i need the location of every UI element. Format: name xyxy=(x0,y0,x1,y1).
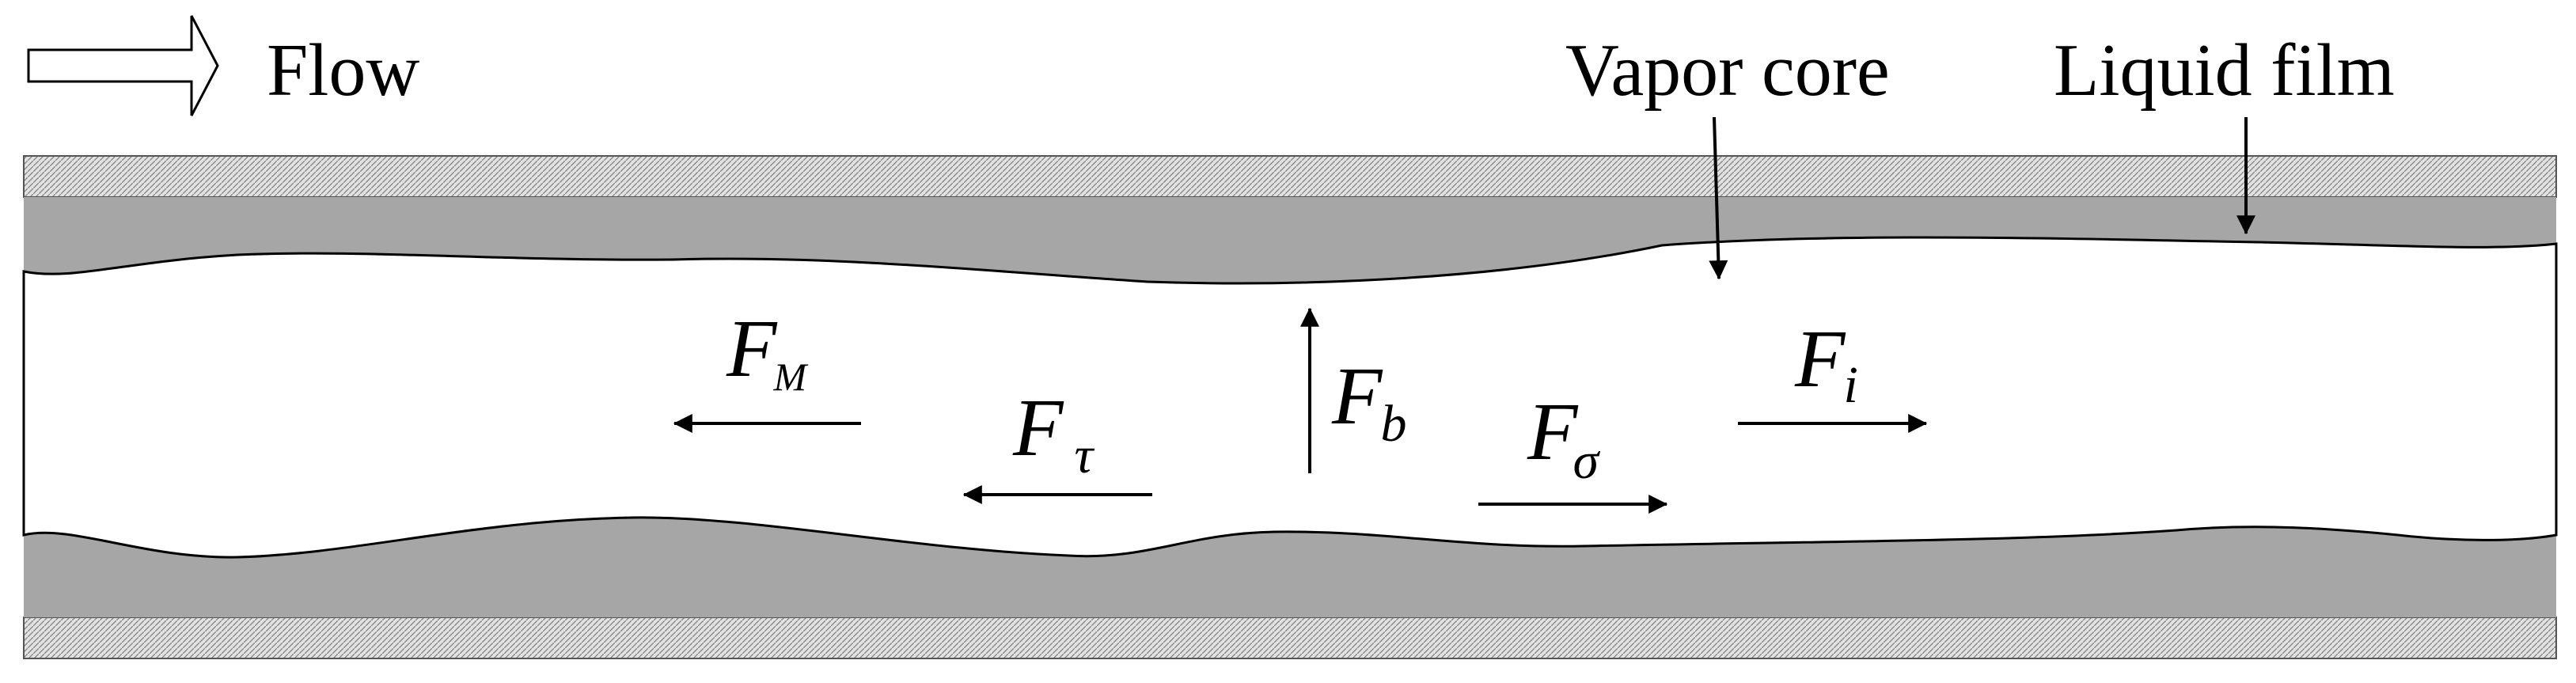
vapor-core-label: Vapor core xyxy=(1565,29,1890,112)
force-momentum-label: FM xyxy=(726,303,809,399)
flow-arrow-icon xyxy=(27,15,219,116)
vapor-core-leader-arrow xyxy=(1709,116,1728,280)
top-pipe-wall xyxy=(23,155,2557,198)
bottom-pipe-wall xyxy=(23,617,2557,659)
liquid-film-label: Liquid film xyxy=(2054,29,2395,112)
vapor-core xyxy=(22,236,2558,559)
force-interfacial-label: Fi xyxy=(1794,313,1858,414)
flow-label: Flow xyxy=(267,29,419,112)
force-surface-tension-label: Fσ xyxy=(1527,386,1601,490)
force-buoyancy-label: Fb xyxy=(1331,351,1407,453)
